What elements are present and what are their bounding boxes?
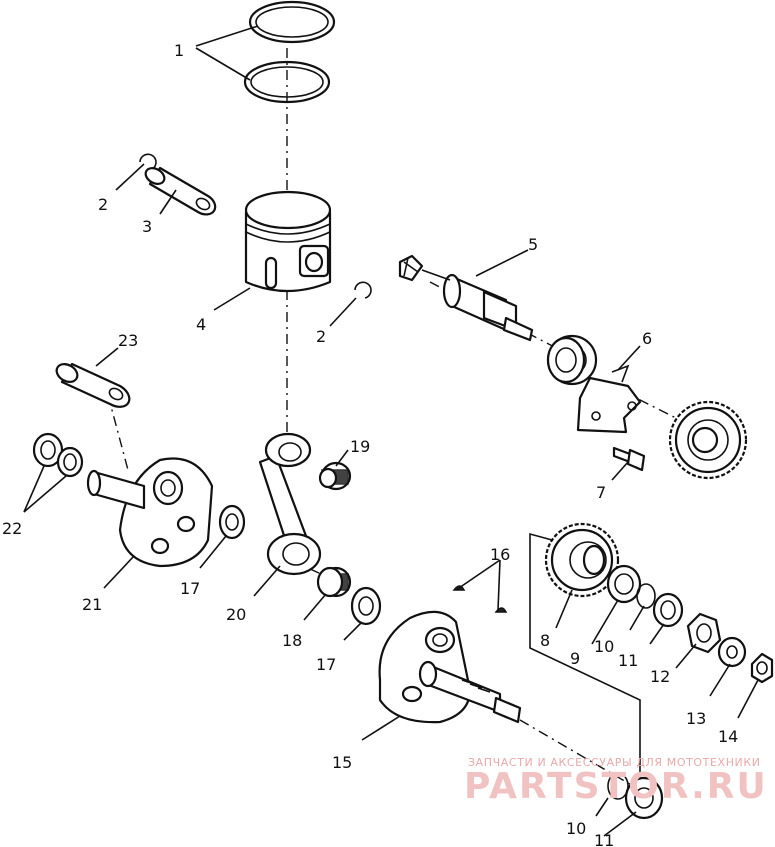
callout-7: 7 xyxy=(596,483,606,502)
crank-half-right-part xyxy=(378,610,522,724)
nut-14-part xyxy=(750,652,774,684)
clip-10-upper-part xyxy=(636,583,656,609)
washer-9-part xyxy=(606,564,642,604)
callout-23: 23 xyxy=(118,331,138,350)
bracket-part xyxy=(576,364,642,434)
callout-12: 12 xyxy=(650,667,670,686)
callout-16: 16 xyxy=(490,545,510,564)
assembly-frame-lines xyxy=(529,532,641,782)
thrust-washer-right-part xyxy=(350,586,382,626)
callout-9: 9 xyxy=(570,649,580,668)
callout-10-upper: 10 xyxy=(594,637,614,656)
nut-12-part xyxy=(686,612,722,654)
bolt-part xyxy=(612,446,646,472)
callout-21: 21 xyxy=(82,595,102,614)
callout-19: 19 xyxy=(350,437,370,456)
callout-15: 15 xyxy=(332,753,352,772)
callout-17-left: 17 xyxy=(180,579,200,598)
callout-14: 14 xyxy=(718,727,738,746)
washer-13-part xyxy=(717,636,747,668)
watermark-logo: PARTSTOR.RU xyxy=(464,766,768,807)
callout-20: 20 xyxy=(226,605,246,624)
callout-17-right: 17 xyxy=(316,655,336,674)
callout-13: 13 xyxy=(686,709,706,728)
crank-pin-part xyxy=(55,362,131,408)
piston-pin-part xyxy=(144,166,217,216)
leader-lines xyxy=(23,25,759,837)
callout-11-upper: 11 xyxy=(618,651,638,670)
clutch-drive-part xyxy=(398,254,534,342)
connecting-rod-part xyxy=(258,432,322,576)
callout-labels: 1 2 3 4 2 5 6 7 8 9 10 11 12 13 14 15 16… xyxy=(2,41,738,847)
crank-half-left-part xyxy=(86,457,214,568)
thrust-washer-left-part xyxy=(218,504,246,540)
callout-6: 6 xyxy=(642,329,652,348)
bushing-11-upper-part xyxy=(652,592,684,628)
callout-4: 4 xyxy=(196,315,206,334)
small-end-bearing-part xyxy=(318,461,352,491)
big-end-bearing-part xyxy=(316,566,352,598)
callout-10-lower: 10 xyxy=(566,819,586,838)
watermark-caption: ЗАПЧАСТИ И АКСЕССУАРЫ ДЛЯ МОТОТЕХНИКИ xyxy=(468,756,761,769)
callout-18: 18 xyxy=(282,631,302,650)
circlip-lower-part xyxy=(354,281,372,299)
callout-2-lower: 2 xyxy=(316,327,326,346)
gear-upper-part xyxy=(668,400,748,480)
gear-lower-part xyxy=(544,522,620,598)
callout-11-lower: 11 xyxy=(594,831,614,847)
callout-3: 3 xyxy=(142,217,152,236)
bearing-upper-part xyxy=(546,334,598,386)
bushing-11-lower-part xyxy=(624,776,664,820)
callout-5: 5 xyxy=(528,235,538,254)
callout-1: 1 xyxy=(174,41,184,60)
callout-2-upper: 2 xyxy=(98,195,108,214)
clip-10-lower-part xyxy=(607,772,629,800)
piston-part xyxy=(244,190,332,293)
watermark: ЗАПЧАСТИ И АКСЕССУАРЫ ДЛЯ МОТОТЕХНИКИ PA… xyxy=(464,756,768,807)
seals-part xyxy=(32,432,84,478)
callout-8: 8 xyxy=(540,631,550,650)
callout-22: 22 xyxy=(2,519,22,538)
piston-rings-part xyxy=(243,0,336,104)
